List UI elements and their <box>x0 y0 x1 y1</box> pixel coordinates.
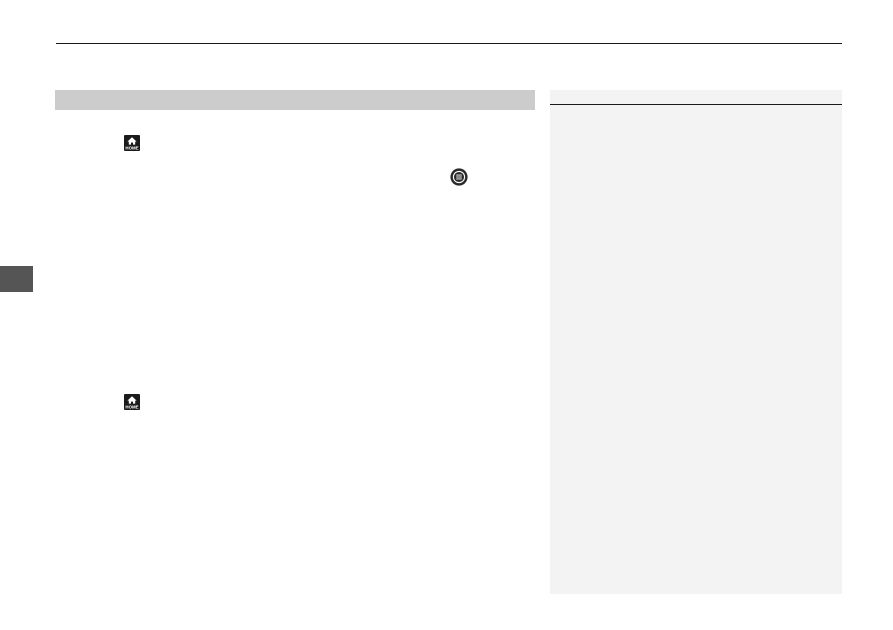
header-rule <box>56 43 842 44</box>
sidebar-notes-panel <box>550 90 842 594</box>
section-heading-bar <box>55 90 535 110</box>
home-icon: HOME <box>124 394 140 410</box>
menu-icon <box>450 168 468 186</box>
home-icon-label: HOME <box>125 405 138 410</box>
chapter-tab <box>0 266 33 292</box>
sidebar-rule <box>550 104 842 105</box>
home-icon-label: HOME <box>125 146 138 151</box>
home-icon: HOME <box>124 135 140 151</box>
